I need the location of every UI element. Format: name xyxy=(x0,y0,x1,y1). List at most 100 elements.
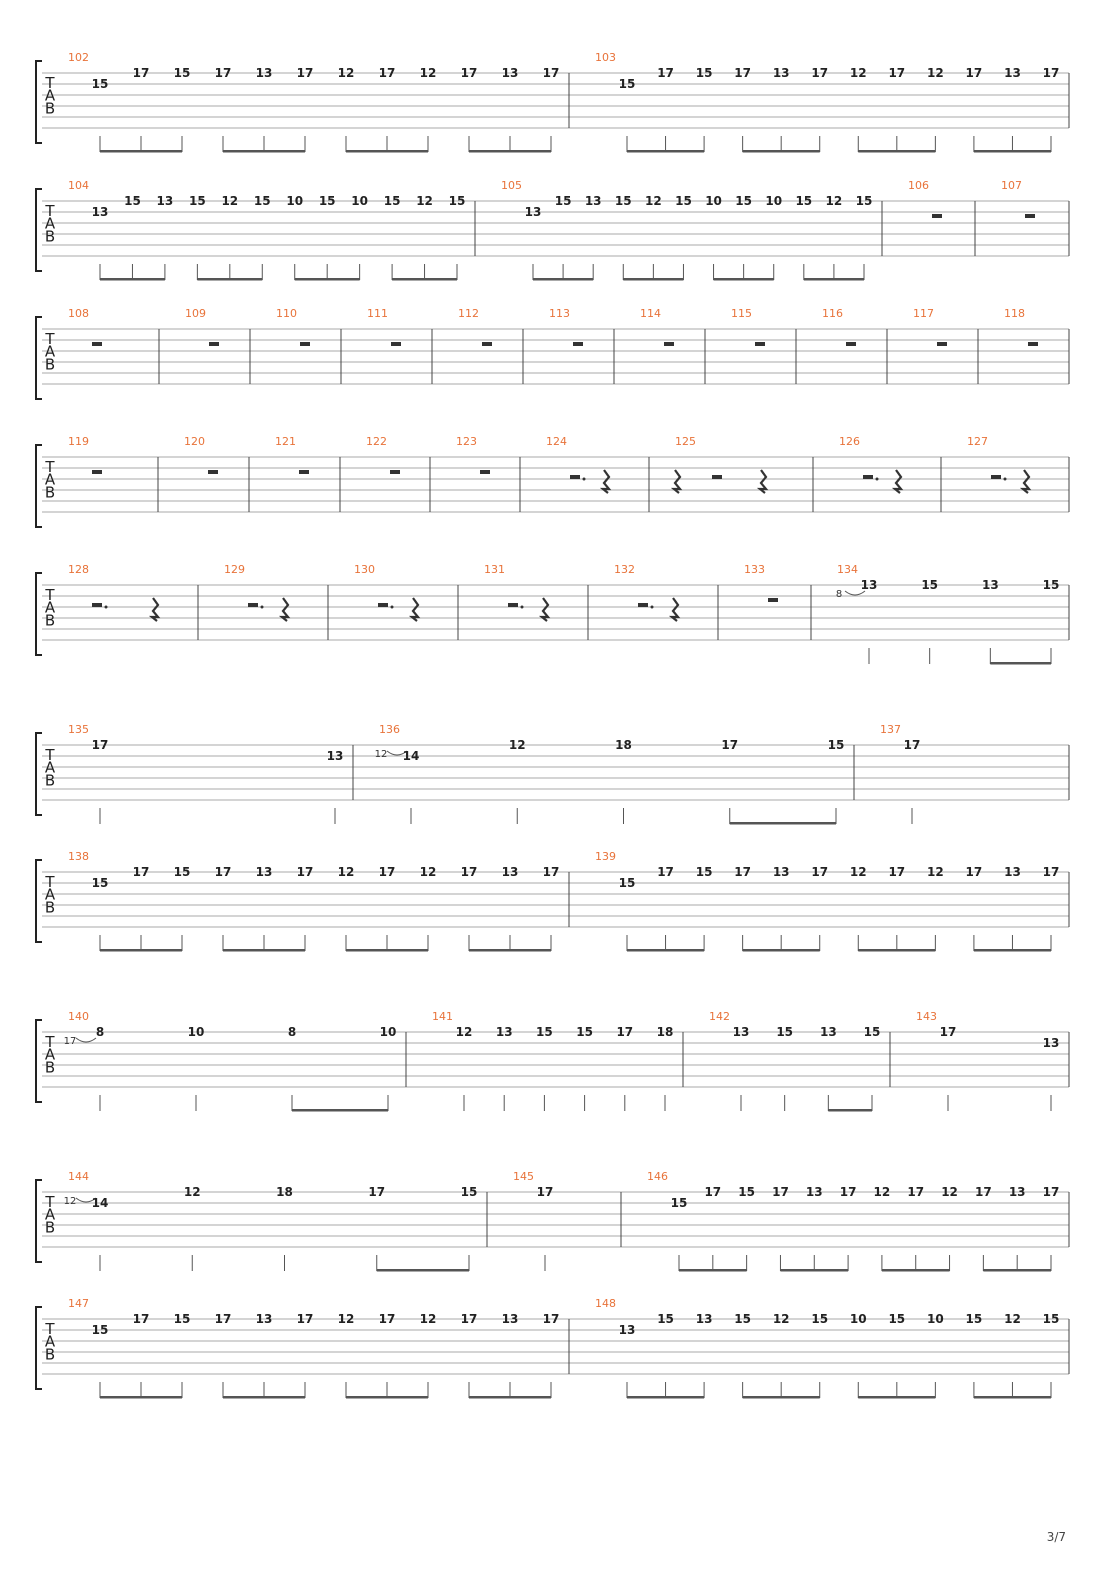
system-bracket xyxy=(35,1179,42,1263)
fret-number: 17 xyxy=(1043,865,1060,879)
fret-number: 17 xyxy=(379,66,396,80)
tab-clef-a: A xyxy=(45,1046,56,1064)
tab-clef-t: T xyxy=(44,458,55,476)
fret-number: 12 xyxy=(338,865,355,879)
tab-clef-a: A xyxy=(45,343,56,361)
tab-clef-t: T xyxy=(44,586,55,604)
quarter-rest-icon xyxy=(670,469,683,494)
fret-number: 13 xyxy=(256,66,273,80)
note-beam xyxy=(197,278,263,281)
note-beam xyxy=(990,662,1051,665)
half-rest-icon xyxy=(937,342,947,346)
note-beam xyxy=(627,949,705,952)
quarter-rest-icon xyxy=(1019,469,1032,494)
rest-dot xyxy=(1003,477,1007,481)
tab-clef-b: B xyxy=(45,99,55,117)
fret-number: 13 xyxy=(1004,66,1021,80)
rest-dot xyxy=(104,605,108,609)
fret-number: 15 xyxy=(449,194,466,208)
tab-clef-t: T xyxy=(44,330,55,348)
tab-clef-b: B xyxy=(45,483,55,501)
tab-clef-a: A xyxy=(45,1333,56,1351)
fret-number: 12 xyxy=(773,1312,790,1326)
measure-number: 113 xyxy=(549,307,570,320)
measure-113: 113 xyxy=(549,307,583,346)
fret-number: 17 xyxy=(975,1185,992,1199)
half-rest-icon xyxy=(755,342,765,346)
measure-number: 123 xyxy=(456,435,477,448)
system-bracket xyxy=(35,1019,42,1103)
fret-number: 13 xyxy=(496,1025,513,1039)
note-beam xyxy=(623,278,684,281)
half-rest-icon xyxy=(208,470,218,474)
fret-number: 13 xyxy=(502,66,519,80)
fret-number: 17 xyxy=(811,66,828,80)
tab-clef-a: A xyxy=(45,471,56,489)
measure-number: 134 xyxy=(837,563,858,576)
measure-number: 122 xyxy=(366,435,387,448)
fret-number: 12 xyxy=(927,66,944,80)
fret-number: 15 xyxy=(671,1196,688,1210)
measure-number: 105 xyxy=(501,179,522,192)
measure-128: 128 xyxy=(68,563,161,622)
measure-number: 148 xyxy=(595,1297,616,1310)
measure-118: 118 xyxy=(1004,307,1038,346)
fret-number: 12 xyxy=(941,1185,958,1199)
fret-number: 13 xyxy=(696,1312,713,1326)
fret-number: 12 xyxy=(420,865,437,879)
fret-number: 17 xyxy=(297,66,314,80)
half-rest-icon xyxy=(92,470,102,474)
half-rest-icon xyxy=(991,475,1001,479)
slide-curve xyxy=(386,750,408,756)
fret-number: 15 xyxy=(696,66,713,80)
half-rest-icon xyxy=(92,603,102,607)
fret-number: 12 xyxy=(420,66,437,80)
note-beam xyxy=(858,1396,936,1399)
fret-number: 12 xyxy=(184,1185,201,1199)
quarter-rest-icon xyxy=(538,597,551,622)
system-bracket xyxy=(35,732,42,816)
grace-note-fret: 12 xyxy=(64,1196,77,1207)
fret-number: 17 xyxy=(461,1312,478,1326)
fret-number: 15 xyxy=(921,578,938,592)
measure-110: 110 xyxy=(276,307,310,346)
fret-number: 15 xyxy=(536,1025,553,1039)
fret-number: 10 xyxy=(705,194,722,208)
note-beam xyxy=(100,150,182,153)
note-beam xyxy=(973,949,1051,952)
fret-number: 13 xyxy=(1004,865,1021,879)
system-bracket xyxy=(35,572,42,656)
tab-clef-a: A xyxy=(45,599,56,617)
fret-number: 17 xyxy=(1043,66,1060,80)
tab-clef-a: A xyxy=(45,87,56,105)
fret-number: 13 xyxy=(502,1312,519,1326)
rest-dot xyxy=(520,605,524,609)
note-beam xyxy=(469,150,551,153)
fret-number: 15 xyxy=(795,194,812,208)
half-rest-icon xyxy=(570,475,580,479)
fret-number: 14 xyxy=(92,1196,109,1210)
fret-number: 10 xyxy=(850,1312,867,1326)
measure-number: 103 xyxy=(595,51,616,64)
fret-number: 17 xyxy=(461,66,478,80)
fret-number: 12 xyxy=(850,66,867,80)
fret-number: 15 xyxy=(1043,1312,1060,1326)
measure-131: 131 xyxy=(484,563,551,622)
measure-number: 121 xyxy=(275,435,296,448)
note-beam xyxy=(469,949,551,952)
quarter-rest-icon xyxy=(756,469,769,494)
quarter-rest-icon xyxy=(891,469,904,494)
measure-number: 120 xyxy=(184,435,205,448)
tab-clef-b: B xyxy=(45,227,55,245)
fret-number: 17 xyxy=(721,738,738,752)
fret-number: 13 xyxy=(502,865,519,879)
quarter-rest-icon xyxy=(408,597,421,622)
measure-129: 129 xyxy=(224,563,291,622)
fret-number: 17 xyxy=(92,738,109,752)
system-bracket xyxy=(35,188,42,272)
